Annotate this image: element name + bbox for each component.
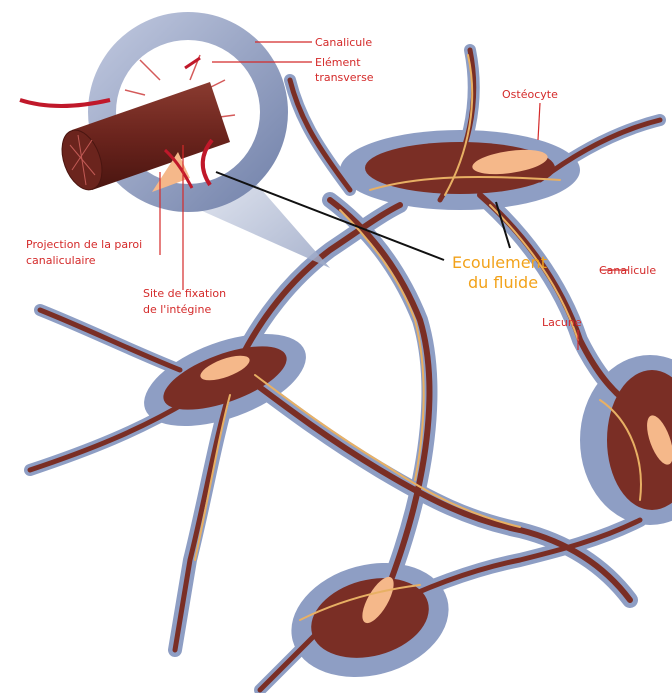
label-lacune: Lacune <box>542 316 582 329</box>
label-element-transverse-line1: Elément <box>315 56 361 69</box>
label-flow-line1: Ecoulement <box>452 253 547 272</box>
label-projection-line1: Projection de la paroi <box>26 238 142 251</box>
label-site-line1: Site de fixation <box>143 287 226 300</box>
label-flow-line2: du fluide <box>468 273 538 292</box>
canalicule-inset <box>20 12 330 268</box>
label-canalicule-right: Canalicule <box>599 264 656 277</box>
label-element-transverse-line2: transverse <box>315 71 374 84</box>
label-canalicule-top: Canalicule <box>315 36 372 49</box>
label-site-line2: de l'intégine <box>143 303 211 316</box>
label-osteocyte: Ostéocyte <box>502 88 558 101</box>
label-projection-line2: canaliculaire <box>26 254 96 267</box>
